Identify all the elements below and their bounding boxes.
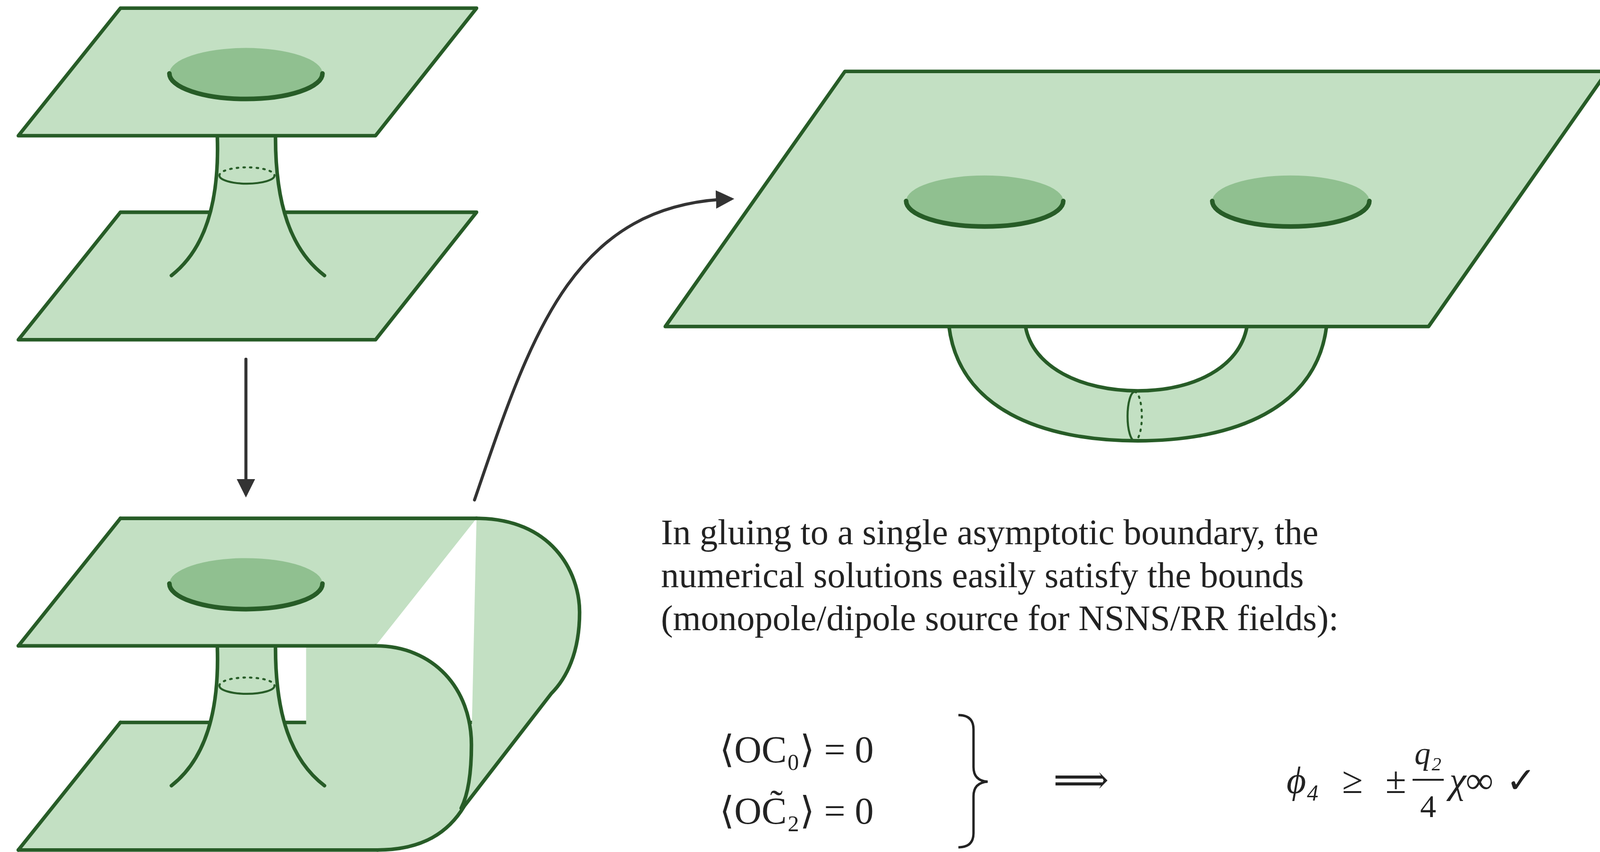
- note-text: In gluing to a single asymptotic boundar…: [660, 510, 1587, 640]
- implies-symbol: ⟹: [1053, 757, 1109, 804]
- math-condition: ⟨OC̃₂⟩ = 0: [719, 788, 874, 834]
- fraction-denominator: 4: [1420, 787, 1437, 826]
- math-bound: ϕ₄ ≥ ±: [1286, 757, 1406, 804]
- fraction-bar: [1412, 778, 1444, 781]
- check-mark: ✓: [1506, 759, 1537, 803]
- curly-brace: [958, 715, 988, 848]
- fraction-numerator: q₂: [1414, 734, 1442, 773]
- math-symbol: χ∞: [1449, 757, 1493, 804]
- math-condition: ⟨OC₀⟩ = 0: [719, 727, 874, 773]
